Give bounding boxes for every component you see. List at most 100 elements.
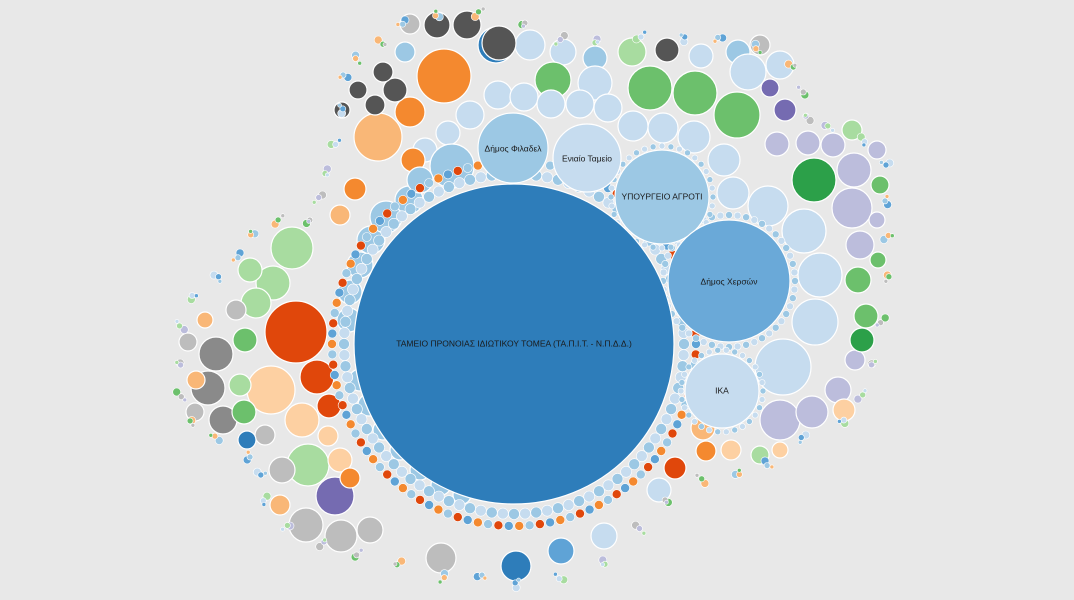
bubble-small[interactable] (474, 171, 487, 184)
bubble-small[interactable] (389, 476, 400, 487)
bubble-small[interactable] (676, 409, 687, 420)
bubble-small[interactable] (413, 479, 426, 492)
bubble[interactable] (270, 226, 314, 270)
bubble-small[interactable] (432, 490, 445, 503)
bubble-small[interactable] (406, 189, 417, 199)
bubble-small[interactable] (879, 160, 884, 165)
bubble-small[interactable] (699, 338, 708, 346)
bubble-small[interactable] (708, 340, 716, 349)
bubble-small[interactable] (733, 211, 742, 220)
bubble-small[interactable] (763, 462, 771, 469)
bubble-small[interactable] (830, 128, 835, 133)
bubble-small[interactable] (338, 338, 350, 350)
bubble[interactable] (196, 311, 214, 329)
bubble[interactable] (849, 327, 875, 353)
bubble[interactable] (617, 110, 649, 142)
bubble[interactable] (754, 338, 812, 396)
bubble-small[interactable] (361, 232, 372, 242)
bubble[interactable] (845, 230, 875, 260)
bubble-small[interactable] (424, 178, 434, 188)
bubble-small[interactable] (423, 191, 435, 203)
bubble-small[interactable] (453, 177, 466, 189)
bubble-small[interactable] (716, 211, 725, 220)
bubble-small[interactable] (758, 334, 766, 343)
bubble-small[interactable] (746, 418, 753, 425)
bubble[interactable] (536, 89, 566, 119)
bubble-small[interactable] (697, 160, 705, 168)
bubble[interactable] (547, 537, 575, 565)
bubble[interactable] (455, 100, 485, 130)
bubble[interactable] (394, 41, 416, 63)
bubble-small[interactable] (884, 194, 890, 199)
bubble[interactable] (225, 299, 247, 321)
bubble-small[interactable] (332, 141, 339, 148)
bubble[interactable] (688, 43, 714, 69)
bubble[interactable] (237, 257, 263, 283)
bubble-small[interactable] (712, 38, 718, 44)
bubble[interactable] (348, 80, 368, 100)
bubble-small[interactable] (360, 253, 373, 265)
bubble-small[interactable] (345, 258, 356, 269)
bubble-small[interactable] (382, 208, 393, 219)
bubble[interactable] (844, 266, 872, 294)
bubble-small[interactable] (306, 219, 312, 224)
bubble-small[interactable] (714, 428, 722, 436)
bubble-small[interactable] (782, 244, 791, 252)
bubble-small[interactable] (368, 224, 378, 234)
bubble-small[interactable] (677, 349, 690, 361)
bubble-small[interactable] (246, 453, 254, 461)
bubble[interactable] (565, 89, 595, 119)
bubble[interactable] (353, 112, 403, 162)
bubble-small[interactable] (788, 294, 797, 302)
bubble-small[interactable] (341, 268, 352, 279)
bubble-small[interactable] (514, 521, 525, 531)
bubble-small[interactable] (373, 35, 383, 45)
bubble-small[interactable] (373, 441, 385, 454)
bubble-small[interactable] (396, 210, 408, 222)
bubble-small[interactable] (889, 233, 895, 238)
bubble-small[interactable] (684, 149, 691, 157)
bubble-small[interactable] (334, 287, 345, 298)
bubble-small[interactable] (742, 340, 750, 349)
bubble-small[interactable] (603, 495, 613, 505)
bubble-small[interactable] (661, 260, 670, 268)
bubble-eniaio-tameio[interactable] (552, 123, 622, 193)
bubble-small[interactable] (698, 423, 705, 430)
bubble-small[interactable] (480, 6, 486, 12)
bubble[interactable] (677, 120, 711, 154)
bubble[interactable] (672, 70, 718, 116)
bubble-small[interactable] (840, 416, 848, 424)
bubble-small[interactable] (257, 471, 265, 479)
bubble[interactable] (791, 298, 839, 346)
bubble-small[interactable] (691, 357, 698, 364)
bubble-small[interactable] (366, 432, 379, 445)
bubble-small[interactable] (337, 138, 342, 143)
bubble-small[interactable] (731, 348, 739, 356)
bubble-small[interactable] (790, 268, 799, 277)
bubble-small[interactable] (361, 446, 372, 456)
bubble-small[interactable] (611, 489, 622, 500)
bubble[interactable] (178, 332, 198, 352)
bubble-small[interactable] (553, 41, 559, 47)
bubble-small[interactable] (380, 450, 393, 462)
bubble[interactable] (500, 550, 532, 582)
bubble-small[interactable] (672, 419, 683, 430)
bubble-small[interactable] (473, 517, 483, 528)
bubble-small[interactable] (824, 122, 832, 130)
bubble-small[interactable] (739, 423, 746, 430)
bubble-small[interactable] (861, 142, 867, 148)
bubble[interactable] (716, 176, 750, 210)
bubble-small[interactable] (759, 387, 767, 395)
bubble-small[interactable] (328, 359, 339, 370)
bubble-small[interactable] (452, 512, 463, 522)
bubble-small[interactable] (837, 419, 842, 424)
bubble-small[interactable] (334, 390, 345, 401)
bubble-small[interactable] (714, 34, 722, 41)
bubble[interactable] (509, 82, 539, 112)
bubble[interactable] (841, 119, 863, 141)
bubble-small[interactable] (628, 458, 641, 471)
bubble-small[interactable] (352, 55, 359, 62)
bubble-small[interactable] (519, 507, 531, 520)
bubble-small[interactable] (722, 428, 730, 436)
bubble-small[interactable] (356, 240, 366, 251)
